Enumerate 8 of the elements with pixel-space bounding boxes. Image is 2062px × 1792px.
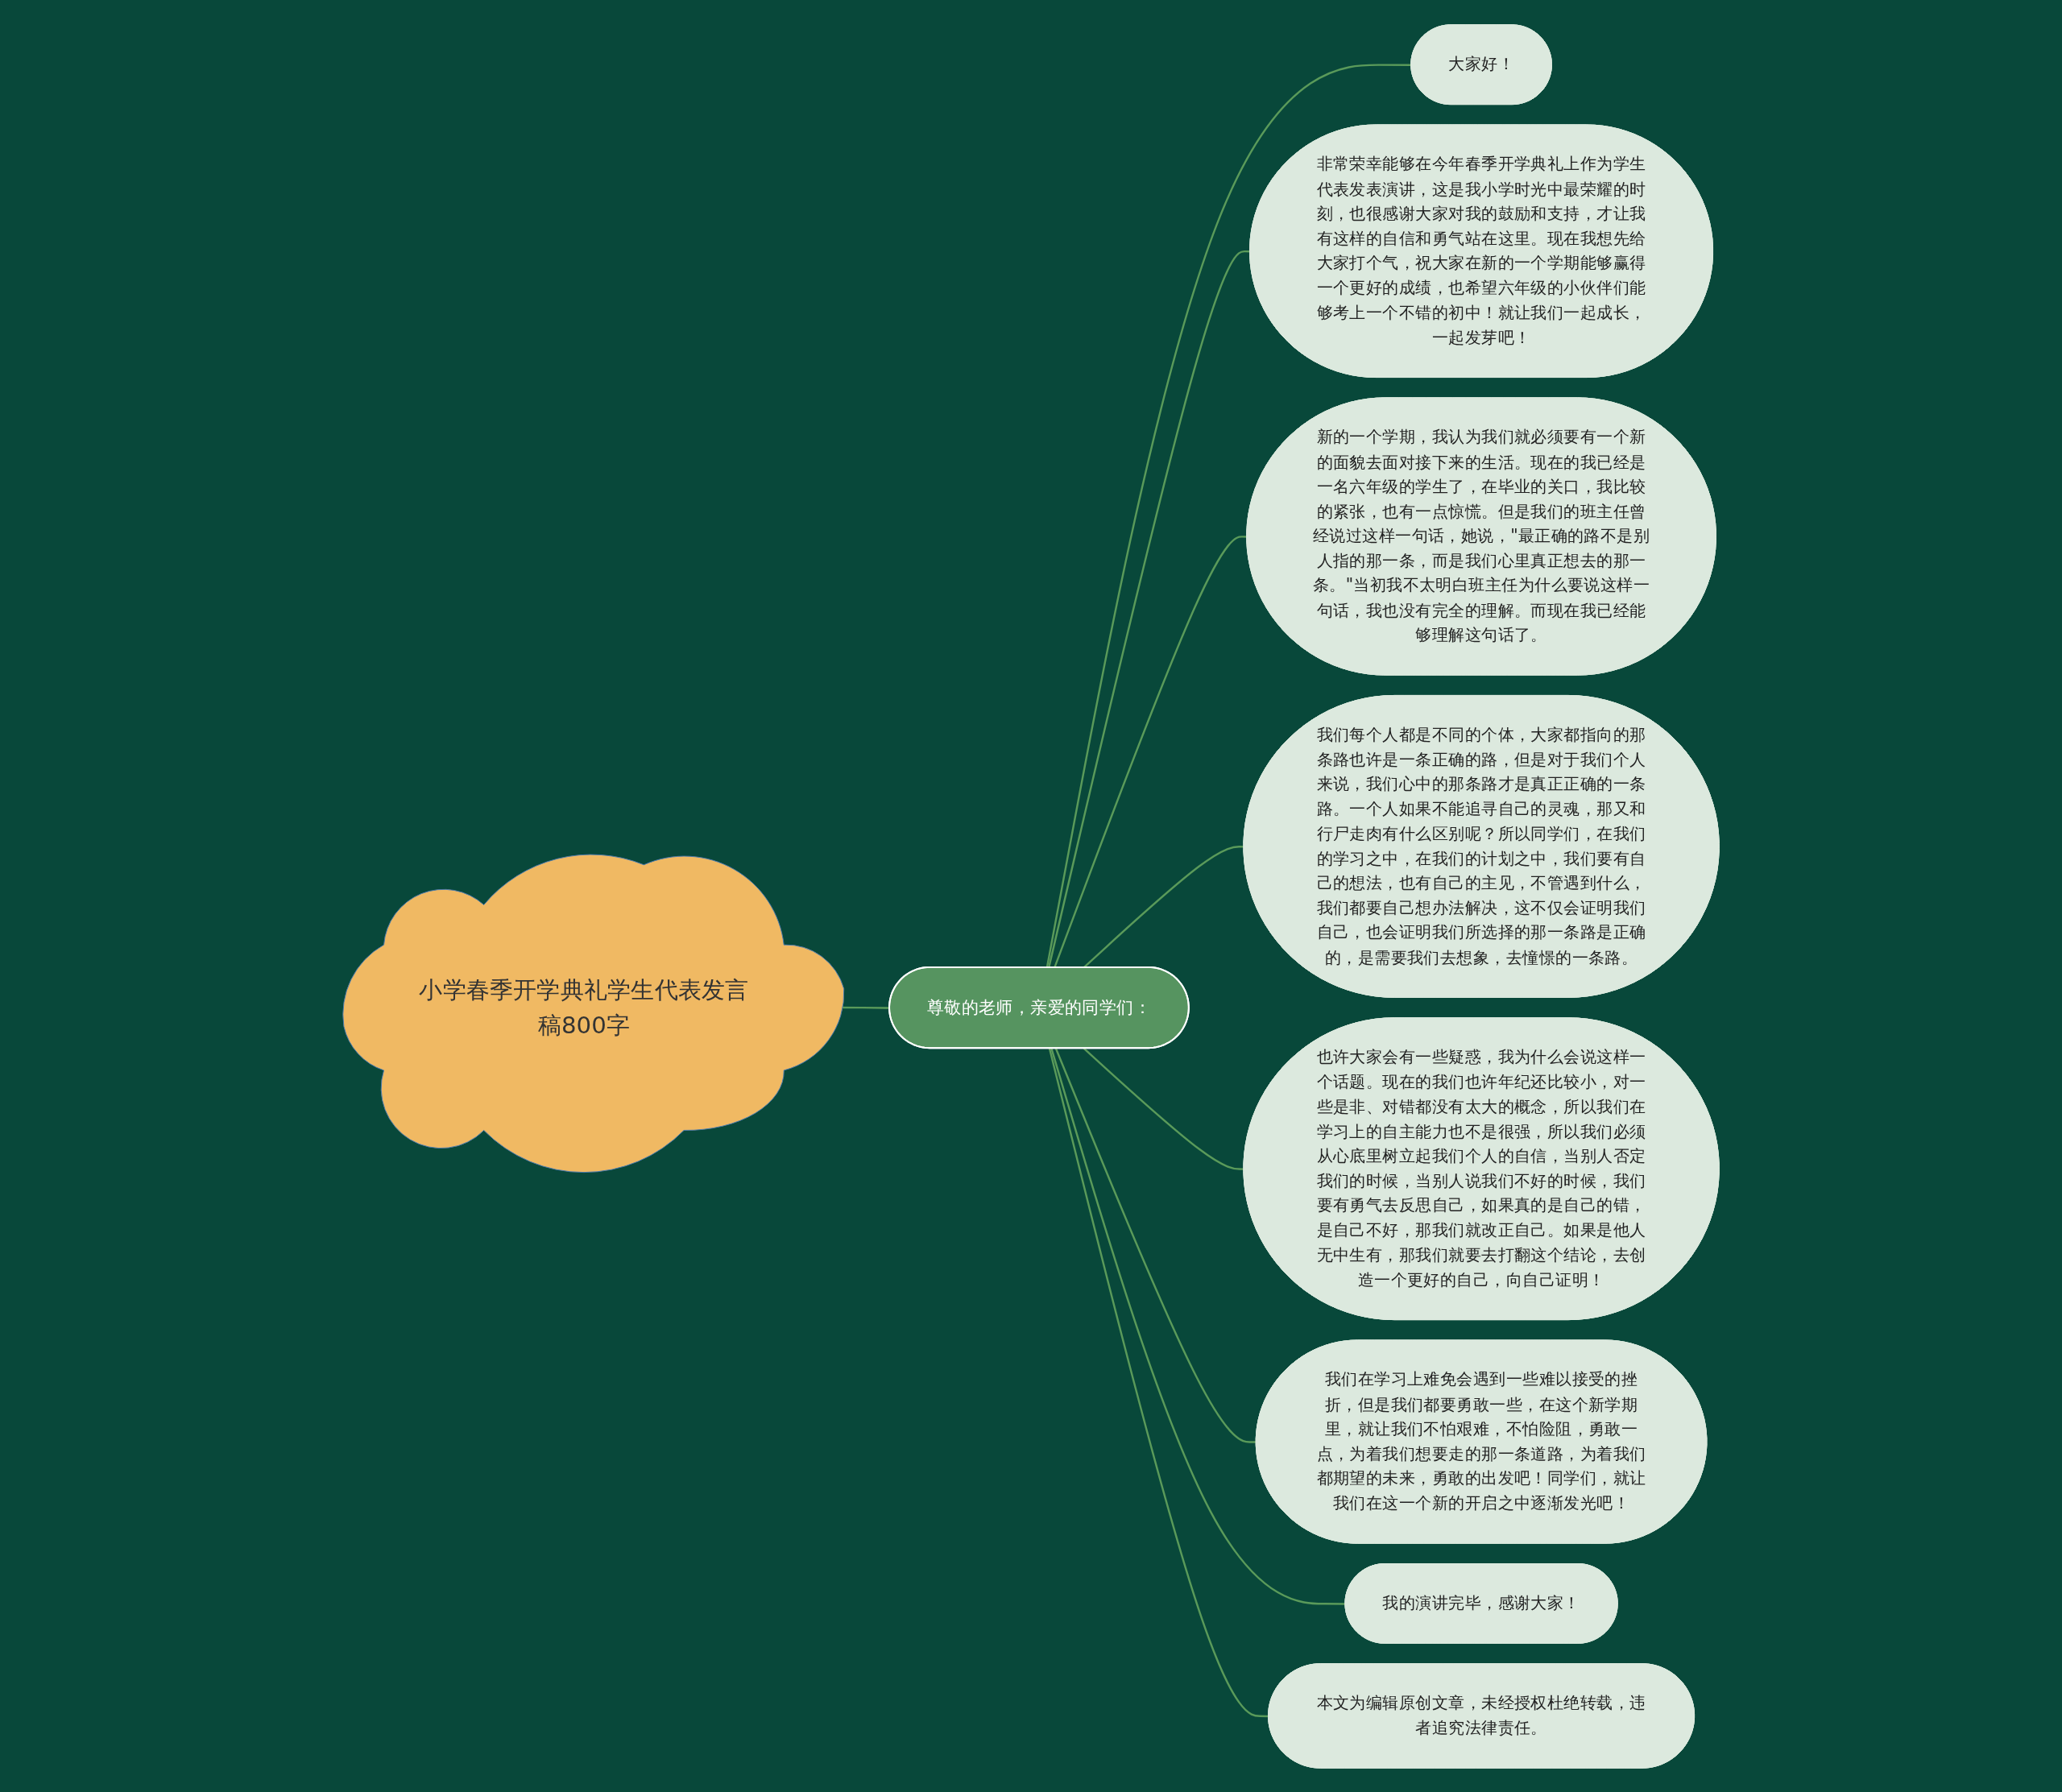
connector: [1048, 1047, 1269, 1717]
connector: [1054, 535, 1248, 968]
connector: [1045, 63, 1412, 968]
connector: [1083, 845, 1244, 968]
connector: [1083, 1047, 1244, 1170]
connector: [1054, 1047, 1257, 1443]
connector: [1050, 1047, 1346, 1605]
connector: [1048, 250, 1251, 968]
